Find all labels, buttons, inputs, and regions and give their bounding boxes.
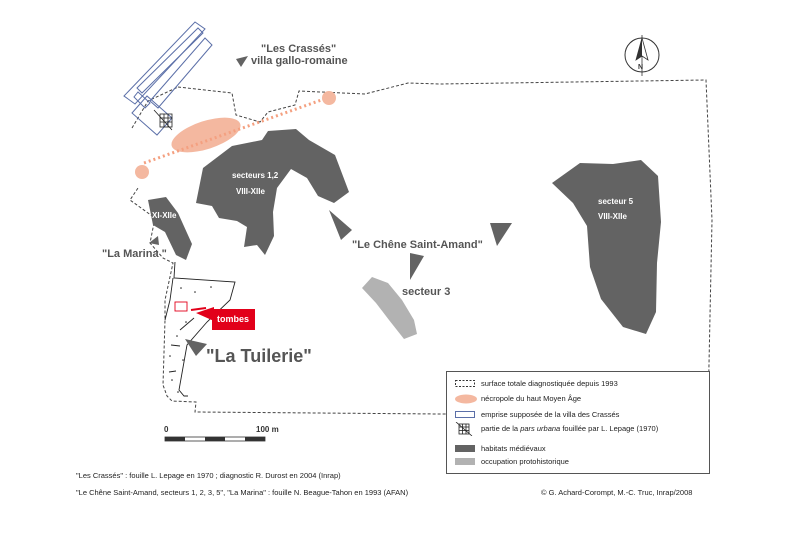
- label-secteur-3: secteur 3: [402, 286, 451, 298]
- legend-text: emprise supposée de la villa des Crassés: [481, 410, 620, 419]
- legend-text: habitats médiévaux: [481, 444, 546, 453]
- necropole-point-east: [322, 91, 336, 105]
- la-tuilerie-dots: [169, 286, 212, 393]
- tombes-box: [212, 309, 255, 330]
- hatched-plan-icon: [455, 422, 473, 436]
- label-la-tuilerie: "La Tuilerie": [206, 346, 312, 366]
- secteur-5-shape: [552, 160, 661, 334]
- secteur-3-shape: [362, 277, 417, 339]
- necropole-dotted-axis: [143, 96, 328, 165]
- blue-rect-icon: [455, 411, 475, 418]
- xi-xiie-shape: [148, 197, 192, 260]
- label-secteurs-1-2: secteurs 1,2: [232, 171, 279, 180]
- label-secteurs-1-2-date: VIII-XIIe: [236, 187, 265, 196]
- scale-zero: 0: [164, 425, 169, 434]
- pars-urbana-plan: [153, 109, 173, 131]
- necropole-ellipse: [171, 117, 241, 153]
- la-tuilerie-plan: [164, 261, 236, 397]
- credit-line-2: "Le Chêne Saint-Amand, secteurs 1, 2, 3,…: [76, 488, 409, 497]
- scale-end: 100 m: [256, 425, 279, 434]
- label-chene-saint-amand: "Le Chêne Saint-Amand": [352, 239, 483, 251]
- necropole-point-west: [135, 165, 149, 179]
- north-arrow-icon: [624, 35, 660, 76]
- north-label: N: [638, 64, 644, 71]
- legend-text: occupation protohistorique: [481, 457, 569, 466]
- tombes-pointer-icon: [196, 307, 214, 321]
- dark-grey-icon: [455, 445, 475, 452]
- dashed-line-icon: [455, 380, 475, 387]
- scale-bar: [164, 436, 266, 442]
- copyright: © G. Achard-Corompt, M.-C. Truc, Inrap/2…: [541, 488, 693, 497]
- label-les-crasses: "Les Crassés": [261, 43, 337, 55]
- label-secteur-5-date: VIII-XIIe: [598, 212, 627, 221]
- label-tombes: tombes: [217, 314, 250, 324]
- label-pointers: [149, 56, 512, 356]
- legend-text: surface totale diagnostiquée depuis 1993: [481, 379, 618, 388]
- credit-line-1: "Les Crassés" : fouille L. Lepage en 197…: [76, 471, 341, 480]
- secteurs-1-2-shape: [196, 129, 349, 255]
- legend-box: surface totale diagnostiquée depuis 1993…: [446, 371, 710, 474]
- salmon-ellipse-icon: [455, 394, 477, 404]
- legend-text: partie de la pars urbana fouillée par L.…: [481, 424, 659, 433]
- light-grey-icon: [455, 458, 475, 465]
- diagnosed-surface-outline: [129, 79, 713, 415]
- legend-text: nécropole du haut Moyen Âge: [481, 394, 582, 403]
- label-xi-xiie: XI-XIIe: [152, 211, 177, 220]
- label-villa-gallo-romaine: villa gallo-romaine: [251, 55, 348, 67]
- label-secteur-5: secteur 5: [598, 197, 634, 206]
- label-la-marina: "La Marina ": [102, 248, 167, 260]
